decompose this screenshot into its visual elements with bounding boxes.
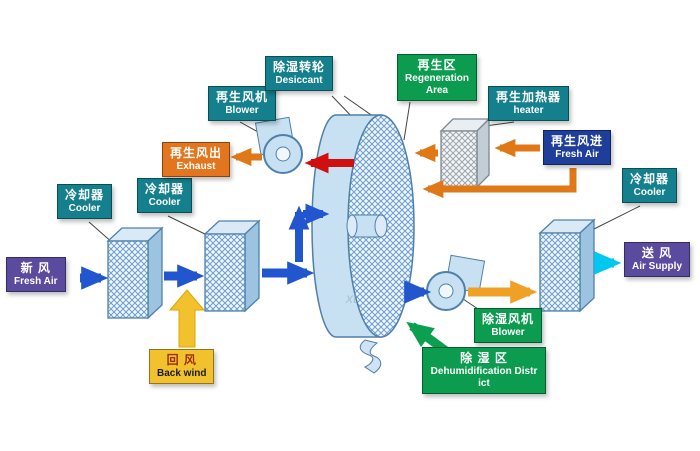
heater-side-face [476,117,490,189]
label-dehumid-blower-en: Blower [491,327,525,338]
heater-front-face [440,130,478,188]
label-dehumid-district: 除 湿 区 Dehumidification District [422,347,546,394]
label-cooler-left-2: 冷却器 Cooler [137,178,193,213]
cooler-front-face [107,240,149,319]
label-desiccant-wheel: 除湿转轮 Desiccant [265,56,334,91]
cooler-unit-left-1 [106,226,164,320]
label-fresh-air-in-en: Fresh Air [14,276,58,287]
label-regen-area-en: Regeneration Area [405,73,469,96]
label-cooler-left-2-en: Cooler [148,197,181,208]
label-dehumid-district-zh: 除 湿 区 [460,351,508,365]
cooler-side-face [244,219,260,313]
label-regen-fresh-air: 再生风进 Fresh Air [543,130,612,165]
label-cooler-left-1-en: Cooler [68,203,101,214]
watermark: xt [346,290,357,306]
label-cooler-right-zh: 冷却器 [630,172,670,186]
cooler-side-face [579,218,595,313]
cooler-unit-right [538,218,596,313]
cooler-front-face [204,233,246,312]
cooler-front-face [539,232,581,312]
label-fresh-air-in: 新 风 Fresh Air [6,257,66,292]
regen-heater-unit [439,117,491,189]
label-cooler-left-1-zh: 冷却器 [65,188,105,202]
label-regen-blower-zh: 再生风机 [216,90,269,104]
label-desiccant-wheel-en: Desiccant [275,75,323,86]
cooler-side-face [147,226,163,320]
label-regen-blower: 再生风机 Blower [208,86,277,121]
label-regen-exhaust-zh: 再生风出 [170,146,223,160]
arrow-regen-path-to-wheel [422,168,577,199]
connector-line [167,215,212,238]
label-regen-fresh-air-en: Fresh Air [555,149,599,160]
label-regen-fresh-air-zh: 再生风进 [551,134,604,148]
label-connector-lines [88,95,641,310]
label-dehumid-district-en: Dehumidification District [430,366,538,389]
label-air-supply-zh: 送 风 [641,246,673,260]
label-air-supply-en: Air Supply [632,261,683,272]
label-regen-heater-en: heater [513,105,544,116]
label-cooler-left-2-zh: 冷却器 [145,182,185,196]
label-regen-exhaust-en: Exhaust [176,161,216,172]
desiccant-wheel [311,114,415,374]
cooler-unit-left-2 [203,219,261,313]
label-back-wind-zh: 回 风 [166,353,197,367]
label-fresh-air-in-zh: 新 风 [20,261,51,275]
label-cooler-right: 冷却器 Cooler [622,168,678,203]
label-dehumid-blower: 除湿风机 Blower [474,308,543,343]
regen-blower-fan [254,116,303,174]
label-back-wind-en: Back wind [157,368,207,379]
fan-hub [438,283,454,299]
label-desiccant-wheel-zh: 除湿转轮 [273,60,326,74]
process-air-arrows [80,203,622,304]
arrow-district-to-wheel [406,321,449,355]
ribbon-shape [359,339,382,374]
fan-hub [275,146,291,162]
connector-line [403,101,411,141]
label-cooler-right-en: Cooler [633,187,666,198]
label-dehumid-blower-zh: 除湿风机 [482,312,535,326]
label-regen-heater-zh: 再生加热器 [496,90,562,104]
label-regen-heater: 再生加热器 heater [488,86,570,121]
label-regen-area: 再生区 Regeneration Area [397,54,477,101]
arrow-back-wind-up [168,289,206,348]
label-air-supply: 送 风 Air Supply [624,242,691,277]
label-regen-blower-en: Blower [225,105,259,116]
label-cooler-left-1: 冷却器 Cooler [57,184,113,219]
label-back-wind: 回 风 Back wind [149,349,215,384]
connector-line [462,298,479,310]
regen-air-arrows [230,138,577,199]
label-regen-area-zh: 再生区 [417,58,457,72]
connector-line [593,205,641,230]
label-regen-exhaust: 再生风出 Exhaust [162,142,231,177]
wheel-hub-face [374,214,388,238]
dehumid-blower-fan [426,254,486,311]
wheel-hub-cap [346,214,358,238]
